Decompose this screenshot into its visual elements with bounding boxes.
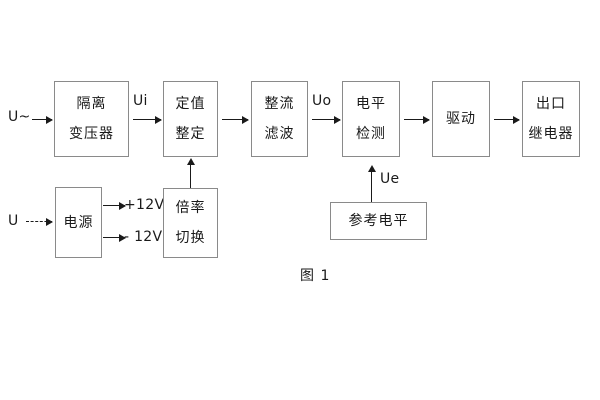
- block-level-detection: 电平 检测: [342, 81, 400, 157]
- supply-positive-label: +12V: [124, 197, 165, 213]
- block-power-supply-line1: 电源: [63, 214, 94, 231]
- block-reference-level: 参考电平: [330, 202, 427, 240]
- block-drive-line1: 驱动: [446, 111, 476, 127]
- supply-negative-label: - 12V: [124, 229, 163, 245]
- block-level-detection-line1: 电平: [356, 96, 386, 112]
- block-multiplier-switch: 倍率 切换: [163, 188, 218, 258]
- arrow-level-detection-to-drive: [404, 115, 430, 124]
- input-dc-label: U: [8, 213, 19, 229]
- signal-ue-label: Ue: [380, 171, 400, 187]
- arrow-supply-negative: [103, 233, 126, 242]
- block-output-relay-line1: 出口: [536, 96, 566, 112]
- arrow-multiplier-switch-to-setting-value: [186, 158, 195, 188]
- arrow-reference-level-to-level-detection: [367, 165, 376, 202]
- block-multiplier-switch-line1: 倍率: [175, 200, 206, 216]
- block-rectify-filter: 整流 滤波: [251, 81, 308, 157]
- block-output-relay: 出口 继电器: [522, 81, 580, 157]
- block-rectify-filter-line1: 整流: [264, 96, 295, 112]
- arrow-input-dc-to-power-supply: [26, 217, 53, 226]
- arrow-setting-value-to-rectify-filter: [222, 115, 249, 124]
- signal-uo-label: Uo: [312, 93, 332, 109]
- block-reference-level-line1: 参考电平: [348, 213, 409, 229]
- arrow-rectify-filter-to-level-detection: [312, 115, 341, 124]
- block-isolation-transformer-line1: 隔离: [76, 96, 107, 112]
- block-multiplier-switch-line2: 切换: [175, 230, 206, 246]
- block-output-relay-line2: 继电器: [528, 126, 574, 142]
- block-setting-value: 定值 整定: [163, 81, 218, 157]
- block-level-detection-line2: 检测: [356, 126, 386, 142]
- block-isolation-transformer: 隔离 变压器: [54, 81, 129, 157]
- arrow-isolation-transformer-to-setting-value: [133, 115, 162, 124]
- figure-caption: 图 1: [300, 268, 331, 284]
- block-drive: 驱动: [432, 81, 490, 157]
- block-power-supply: 电源: [55, 187, 102, 258]
- arrow-drive-to-output-relay: [494, 115, 520, 124]
- block-setting-value-line2: 整定: [175, 126, 206, 142]
- block-rectify-filter-line2: 滤波: [264, 126, 295, 142]
- input-ac-label: U~: [8, 109, 31, 125]
- block-isolation-transformer-line2: 变压器: [69, 126, 114, 142]
- block-setting-value-line1: 定值: [175, 96, 206, 112]
- arrow-input-ac-to-isolation-transformer: [32, 115, 53, 124]
- arrow-supply-positive: [103, 201, 126, 210]
- signal-ui-label: Ui: [133, 93, 148, 109]
